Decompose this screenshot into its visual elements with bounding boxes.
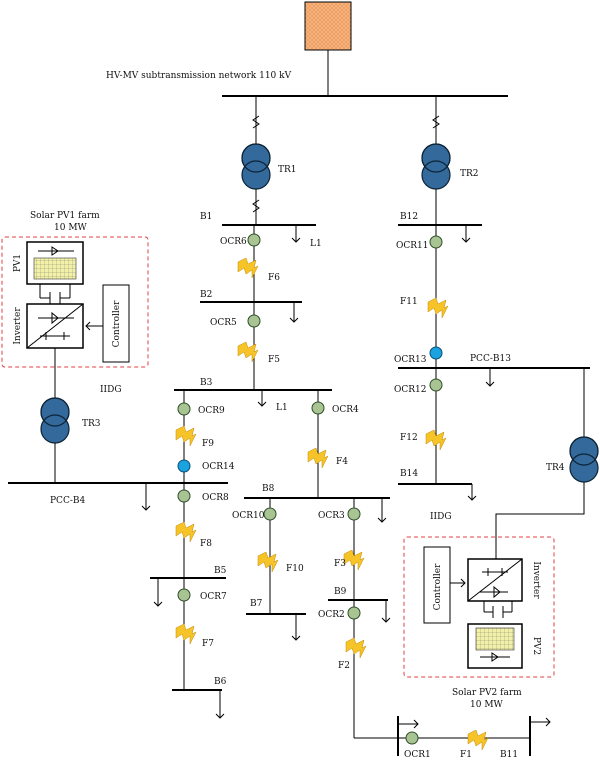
fault-f12-icon bbox=[425, 429, 447, 451]
relay-ocr13 bbox=[429, 346, 443, 360]
pv2-enclosure bbox=[403, 536, 555, 678]
ocr9-label: OCR9 bbox=[198, 406, 225, 416]
ocr7-label: OCR7 bbox=[200, 592, 227, 602]
relay-ocr3 bbox=[347, 507, 361, 521]
l1-mid-label: L1 bbox=[276, 403, 288, 413]
transformer-tr2 bbox=[421, 143, 451, 190]
ocr8-label: OCR8 bbox=[202, 493, 229, 503]
f6-label: F6 bbox=[268, 273, 280, 283]
f4-label: F4 bbox=[336, 457, 348, 467]
tr2-label: TR2 bbox=[460, 169, 479, 179]
network-label: HV-MV subtransmission network 110 kV bbox=[106, 71, 292, 81]
ocr5-label: OCR5 bbox=[210, 318, 237, 328]
b3-label: B3 bbox=[200, 378, 213, 388]
b6-label: B6 bbox=[214, 677, 227, 687]
pcc-b4-label: PCC-B4 bbox=[50, 496, 85, 506]
f2-label: F2 bbox=[338, 661, 350, 671]
relay-ocr11 bbox=[429, 235, 443, 249]
ocr13-label: OCR13 bbox=[394, 355, 427, 365]
relay-ocr7 bbox=[177, 588, 191, 602]
transformer-tr3 bbox=[40, 397, 70, 444]
ocr12-label: OCR12 bbox=[394, 385, 427, 395]
f5-label: F5 bbox=[268, 355, 280, 365]
b12-label: B12 bbox=[400, 212, 418, 222]
fault-f6-icon bbox=[237, 257, 259, 279]
fault-f7-icon bbox=[175, 623, 197, 645]
b2-label: B2 bbox=[200, 290, 212, 300]
fault-f5-icon bbox=[237, 341, 259, 363]
relay-ocr5 bbox=[247, 314, 261, 328]
relay-ocr9 bbox=[177, 402, 191, 416]
b1-label: B1 bbox=[200, 212, 212, 222]
pv1-enclosure bbox=[1, 236, 149, 368]
fault-f2-icon bbox=[345, 637, 367, 659]
f7-label: F7 bbox=[202, 639, 214, 649]
ocr14-label: OCR14 bbox=[202, 462, 235, 472]
fault-f3-icon bbox=[343, 549, 365, 571]
ocr1-label: OCR1 bbox=[404, 750, 431, 760]
pcc-b13-label: PCC-B13 bbox=[470, 354, 511, 364]
f1-label: F1 bbox=[460, 750, 472, 760]
b9-label: B9 bbox=[334, 587, 347, 597]
fault-f8-icon bbox=[175, 521, 197, 543]
relay-ocr14 bbox=[177, 459, 191, 473]
relay-ocr2 bbox=[347, 606, 361, 620]
f10-label: F10 bbox=[286, 564, 304, 574]
pv1-label: PV1 bbox=[13, 254, 23, 272]
f11-label: F11 bbox=[400, 297, 418, 307]
iidg1-label: IIDG bbox=[100, 385, 122, 395]
pv2-controller bbox=[423, 546, 451, 624]
relay-ocr12 bbox=[429, 378, 443, 392]
ocr6-label: OCR6 bbox=[220, 237, 247, 247]
b7-label: B7 bbox=[250, 599, 263, 609]
relay-ocr1 bbox=[405, 731, 419, 745]
l1-top-label: L1 bbox=[310, 239, 322, 249]
tr3-label: TR3 bbox=[82, 419, 101, 429]
b14-label: B14 bbox=[400, 469, 418, 479]
ocr11-label: OCR11 bbox=[396, 241, 429, 251]
ocr3-label: OCR3 bbox=[318, 511, 345, 521]
relay-ocr4 bbox=[311, 401, 325, 415]
pv1-controller-label: Controller bbox=[112, 300, 122, 348]
fault-f11-icon bbox=[427, 297, 449, 319]
pv1-title: Solar PV1 farm bbox=[30, 211, 100, 221]
relay-ocr10 bbox=[263, 507, 277, 521]
pv2-inverter-label: Inverter bbox=[531, 561, 541, 599]
f9-label: F9 bbox=[202, 439, 214, 449]
transformer-tr4 bbox=[569, 436, 599, 483]
relay-ocr6 bbox=[247, 233, 261, 247]
pv2-title: Solar PV2 farm bbox=[452, 688, 522, 698]
f12-label: F12 bbox=[400, 433, 418, 443]
fault-f10-icon bbox=[257, 551, 279, 573]
b5-label: B5 bbox=[214, 566, 227, 576]
ocr2-label: OCR2 bbox=[318, 610, 345, 620]
grid-source bbox=[304, 1, 352, 51]
ocr4-label: OCR4 bbox=[332, 405, 359, 415]
pv2-controller-label: Controller bbox=[433, 563, 443, 611]
f8-label: F8 bbox=[200, 539, 212, 549]
relay-ocr8 bbox=[177, 489, 191, 503]
pv1-controller bbox=[102, 284, 130, 363]
f3-label: F3 bbox=[334, 559, 346, 569]
pv2-capacity: 10 MW bbox=[470, 700, 504, 710]
pv1-capacity: 10 MW bbox=[54, 223, 88, 233]
tr1-label: TR1 bbox=[278, 165, 297, 175]
b11-label: B11 bbox=[500, 750, 518, 760]
transformer-tr1 bbox=[241, 143, 271, 190]
fault-f9-icon bbox=[175, 425, 197, 447]
pv1-inverter-label: Inverter bbox=[13, 307, 23, 345]
iidg2-label: IIDG bbox=[430, 512, 452, 522]
pv2-label: PV2 bbox=[531, 637, 541, 655]
ocr10-label: OCR10 bbox=[232, 511, 265, 521]
fault-f4-icon bbox=[307, 447, 329, 469]
fault-f1-icon bbox=[467, 729, 489, 751]
tr4-label: TR4 bbox=[546, 463, 565, 473]
b8-label: B8 bbox=[262, 484, 275, 494]
